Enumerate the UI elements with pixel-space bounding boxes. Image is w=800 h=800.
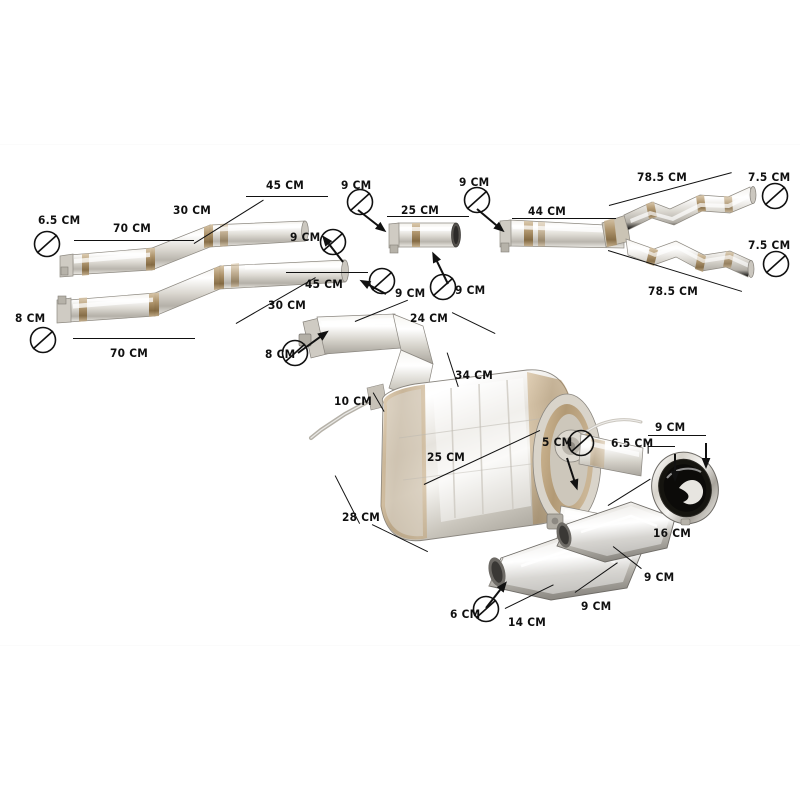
dim-label-9cm-connector-top: 9 CM — [341, 178, 372, 192]
part-mid-pipe — [498, 214, 628, 264]
dim-label-44cm: 44 CM — [528, 204, 567, 218]
arrow-8cm-muffler-inlet — [294, 326, 332, 358]
dim-label-65cm-endcap: 6.5 CM — [611, 436, 654, 450]
dim-rule-45cm-upper — [246, 196, 328, 198]
dim-label-28cm: 28 CM — [342, 510, 381, 524]
dim-label-25cm: 25 CM — [401, 203, 440, 217]
dim-label-70cm-upper: 70 CM — [113, 221, 152, 235]
part-tip-endcap — [645, 448, 725, 528]
diameter-symbol-9cm-connector-right — [428, 272, 458, 302]
diameter-symbol-9cm-connector-left — [345, 187, 375, 217]
part-connector-pipe — [388, 218, 470, 262]
diameter-symbol-65cm-upper — [32, 229, 62, 259]
dim-label-65cm-upper: 6.5 CM — [38, 213, 81, 227]
diameter-symbol-9cm-upper-downpipe — [318, 227, 348, 257]
dim-label-9cm-upper: 9 CM — [290, 230, 321, 244]
dim-rule-44cm — [512, 218, 616, 220]
part-x-pipe — [600, 175, 785, 290]
dim-label-8cm-lower: 8 CM — [15, 311, 46, 325]
dim-label-9cm-mid-pipe: 9 CM — [459, 175, 490, 189]
dim-label-5cm: 5 CM — [542, 435, 573, 449]
dim-label-24cm: 24 CM — [410, 311, 449, 325]
dim-label-70cm-lower: 70 CM — [110, 346, 149, 360]
dim-label-34cm: 34 CM — [455, 368, 494, 382]
dim-label-785cm-lower: 78.5 CM — [648, 284, 699, 298]
diameter-symbol-9cm-mid-pipe — [462, 185, 492, 215]
part-downpipe-lower — [55, 238, 365, 338]
dim-label-14cm: 14 CM — [508, 615, 547, 629]
arrow-9cm-connector-left — [354, 205, 390, 237]
diameter-symbol-8cm-muffler — [280, 338, 310, 368]
dim-rule-9cm-endcap — [648, 435, 706, 437]
scan-artifact-band-2 — [0, 645, 800, 646]
dim-label-30cm-upper: 30 CM — [173, 203, 212, 217]
dim-label-30cm-lower: 30 CM — [268, 298, 307, 312]
arrow-5cm-outlet — [561, 456, 583, 492]
dim-label-6cm: 6 CM — [450, 607, 481, 621]
arrow-65cm-endcap-inner — [669, 454, 681, 482]
diameter-symbol-6cm-tip — [471, 594, 501, 624]
arrow-6cm-tip-clamp — [481, 578, 511, 612]
arrow-9cm-endcap-outer — [700, 443, 712, 469]
dim-label-45cm-upper: 45 CM — [266, 178, 305, 192]
diameter-symbol-5cm-outlet — [566, 428, 596, 458]
dim-rule-70cm-lower — [73, 338, 195, 340]
dim-label-785cm-upper: 78.5 CM — [637, 170, 688, 184]
diameter-symbol-75cm-upper — [760, 181, 790, 211]
arrow-9cm-connector-right — [427, 249, 454, 287]
part-muffler — [275, 310, 676, 601]
dim-label-25cm-muffler: 25 CM — [427, 450, 466, 464]
dim-rule-45cm-lower — [286, 272, 368, 274]
dim-label-75cm-lower: 7.5 CM — [748, 238, 791, 252]
dim-label-9cm-connector-bot: 9 CM — [455, 283, 486, 297]
dim-rule-65cm-endcap — [648, 446, 675, 448]
part-downpipe-upper — [59, 215, 325, 295]
dim-label-8cm-muffler: 8 CM — [265, 347, 296, 361]
dim-label-9cm-lower: 9 CM — [395, 286, 426, 300]
dim-rule-25cm — [387, 216, 469, 218]
scan-artifact-band — [0, 144, 800, 145]
diameter-symbol-8cm-lower — [28, 325, 58, 355]
dim-rule-70cm-upper — [74, 240, 194, 242]
dim-label-45cm-lower: 45 CM — [305, 277, 344, 291]
dim-label-9cm-endcap: 9 CM — [655, 420, 686, 434]
dim-label-10cm: 10 CM — [334, 394, 373, 408]
diameter-symbol-9cm-lower-downpipe — [367, 266, 397, 296]
diameter-symbol-75cm-lower — [761, 249, 791, 279]
dim-label-16cm: 16 CM — [653, 526, 692, 540]
dim-label-9cm-tip-far: 9 CM — [644, 570, 675, 584]
dim-label-9cm-tip-near: 9 CM — [581, 599, 612, 613]
dim-label-75cm-upper: 7.5 CM — [748, 170, 791, 184]
